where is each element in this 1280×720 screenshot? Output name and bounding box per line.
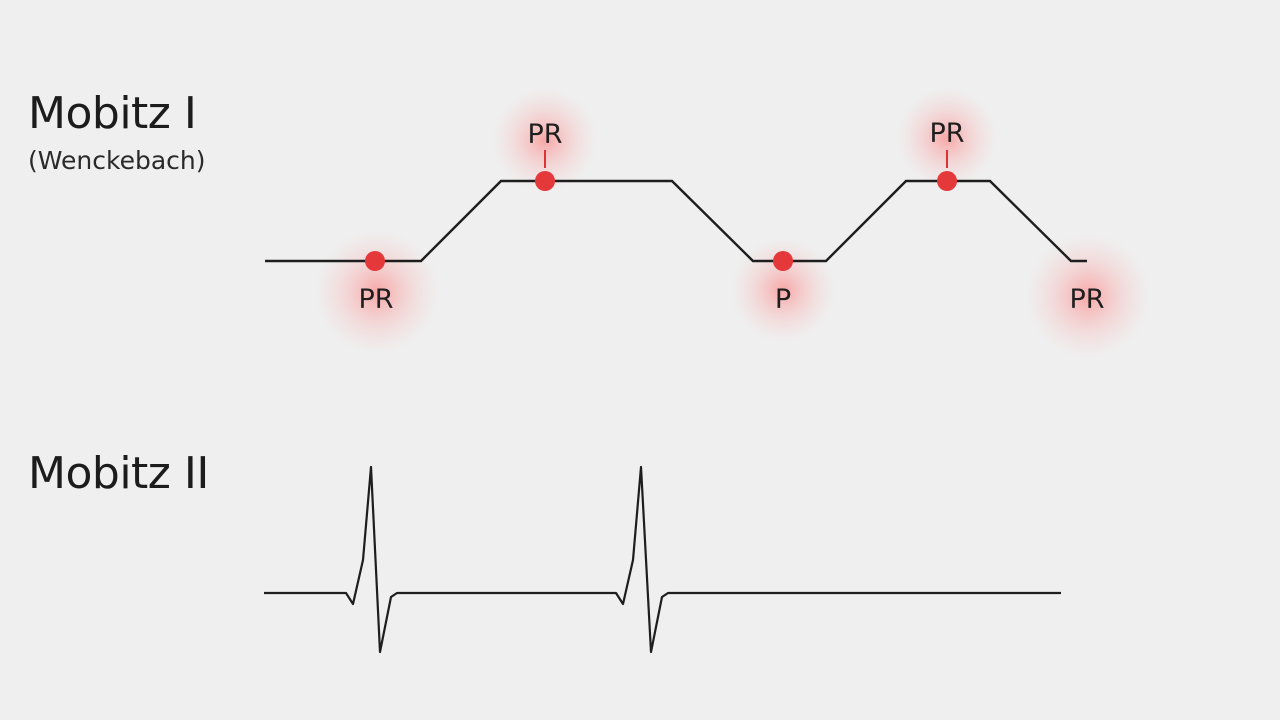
marker-glow bbox=[493, 88, 597, 192]
marker-glow bbox=[1026, 234, 1150, 358]
mobitz-2-title: Mobitz II bbox=[28, 448, 209, 499]
mobitz-1-title: Mobitz I bbox=[28, 88, 197, 139]
mobitz-1-subtitle: (Wenckebach) bbox=[28, 146, 206, 175]
marker-label: PR bbox=[358, 284, 393, 315]
marker-label: P bbox=[775, 284, 791, 315]
pr-marker-dot bbox=[535, 171, 555, 191]
p-marker-dot bbox=[773, 251, 793, 271]
marker-glow bbox=[897, 88, 997, 188]
pr-marker-dot bbox=[365, 251, 385, 271]
marker-label: PR bbox=[527, 119, 562, 150]
marker-label: PR bbox=[929, 118, 964, 149]
marker-glow bbox=[731, 238, 835, 342]
marker-label: PR bbox=[1069, 284, 1104, 315]
pr-marker-dot bbox=[937, 171, 957, 191]
mobitz-2-trace bbox=[264, 465, 1061, 654]
